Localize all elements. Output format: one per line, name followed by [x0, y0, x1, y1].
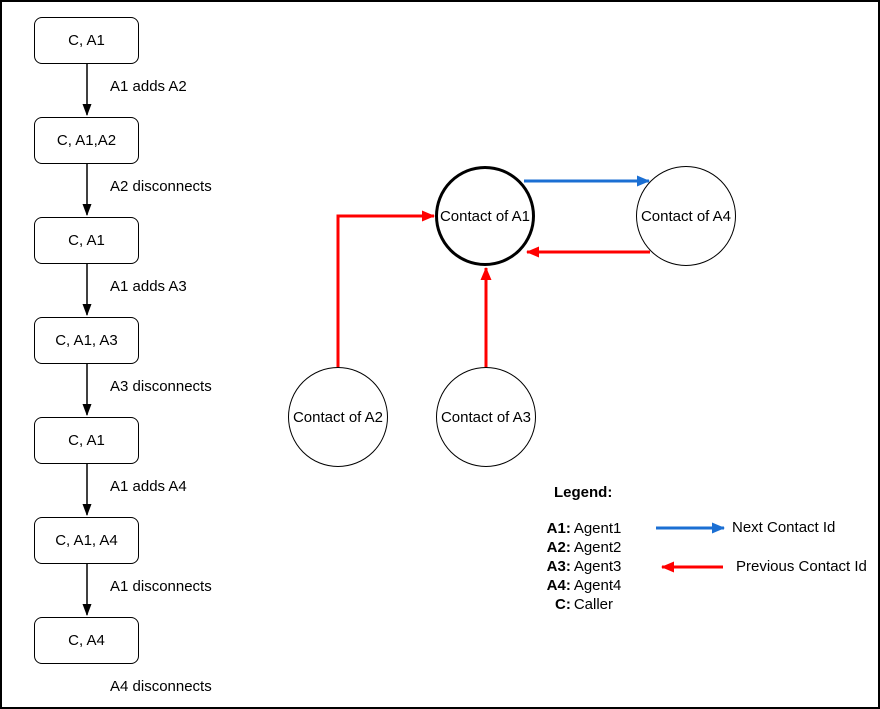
contact-node-label: Contact of A3 [440, 408, 532, 426]
transition-label: A1 adds A2 [110, 78, 187, 95]
legend-entry: C:Caller [522, 595, 646, 614]
legend-entry-value: Agent3 [573, 558, 622, 575]
legend-entry-value: Agent4 [573, 577, 622, 594]
state-box-label: C, A1, A4 [55, 532, 118, 549]
legend-next-label: Next Contact Id [732, 519, 836, 536]
legend-entry: A3:Agent3 [522, 557, 646, 576]
state-box-label: C, A1 [68, 432, 105, 449]
previous-contact-edge-a2-a1 [336, 210, 435, 367]
legend-entry-key: A2: [546, 539, 571, 556]
legend-entry-value: Agent1 [573, 520, 622, 537]
state-box-label: C, A1 [68, 32, 105, 49]
state-box: C, A1 [34, 417, 139, 464]
state-box: C, A1 [34, 217, 139, 264]
legend-entry: A2:Agent2 [522, 538, 646, 557]
contact-node-label: Contact of A2 [292, 408, 384, 426]
legend-entry: A4:Agent4 [522, 576, 646, 595]
state-box: C, A1 [34, 17, 139, 64]
contact-node-a2: Contact of A2 [288, 367, 388, 467]
legend-entry-value: Agent2 [573, 539, 622, 556]
state-box: C, A1,A2 [34, 117, 139, 164]
transition-label: A2 disconnects [110, 178, 212, 195]
state-box: C, A1, A4 [34, 517, 139, 564]
legend-entry: A1:Agent1 [522, 519, 646, 538]
transition-label: A3 disconnects [110, 378, 212, 395]
state-box: C, A4 [34, 617, 139, 664]
contact-node-a3: Contact of A3 [436, 367, 536, 467]
legend-title: Legend: [554, 484, 613, 501]
state-box-label: C, A4 [68, 632, 105, 649]
legend-entry-key: A3: [546, 558, 571, 575]
legend-entry-key: C: [554, 596, 571, 613]
contact-node-label: Contact of A1 [439, 207, 531, 225]
transition-label: A1 adds A3 [110, 278, 187, 295]
legend-entries: A1:Agent1 A2:Agent2 A3:Agent3 A4:Agent4 … [522, 519, 646, 614]
transition-label: A1 adds A4 [110, 478, 187, 495]
contact-node-label: Contact of A4 [640, 207, 732, 225]
contact-node-a1: Contact of A1 [435, 166, 535, 266]
contact-node-a4: Contact of A4 [636, 166, 736, 266]
state-box-label: C, A1, A3 [55, 332, 118, 349]
transition-label: A1 disconnects [110, 578, 212, 595]
state-box: C, A1, A3 [34, 317, 139, 364]
legend-previous-label: Previous Contact Id [736, 558, 867, 575]
legend-entry-key: A4: [546, 577, 571, 594]
legend-entry-value: Caller [573, 596, 613, 613]
legend-entry-key: A1: [546, 520, 571, 537]
transition-label: A4 disconnects [110, 678, 212, 695]
state-box-label: C, A1,A2 [56, 132, 117, 149]
state-box-label: C, A1 [68, 232, 105, 249]
